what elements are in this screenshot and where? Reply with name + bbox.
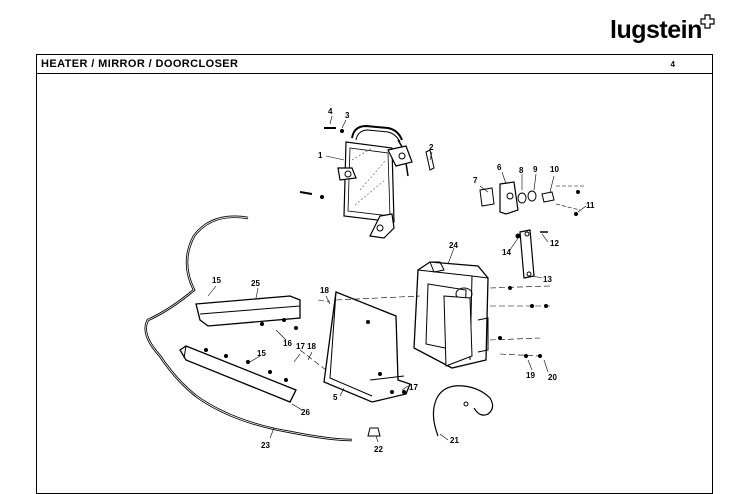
label-20: 20 (548, 373, 557, 382)
label-18-a: 18 (320, 286, 329, 295)
label-17-a: 17 (296, 342, 305, 351)
label-15-a: 15 (212, 276, 221, 285)
label-1: 1 (318, 151, 323, 160)
label-3: 3 (345, 111, 350, 120)
label-7: 7 (473, 176, 478, 185)
cover-26 (179, 345, 297, 403)
page-number: 4 (670, 60, 675, 69)
cable-21 (432, 385, 494, 437)
label-17-b: 17 (409, 383, 418, 392)
sheet-header: HEATER / MIRROR / DOORCLOSER 4 (37, 55, 712, 74)
mirror-assembly (337, 124, 435, 239)
label-13: 13 (543, 275, 552, 284)
label-10: 10 (550, 165, 559, 174)
label-2: 2 (429, 143, 434, 152)
label-22: 22 (374, 445, 383, 454)
brand-logo: lugstein (610, 16, 702, 44)
label-4: 4 (328, 107, 333, 116)
doorcloser-assembly (479, 181, 584, 279)
label-26: 26 (301, 408, 310, 417)
label-23: 23 (261, 441, 270, 450)
label-8: 8 (519, 166, 524, 175)
label-6: 6 (497, 163, 502, 172)
hose-23 (144, 215, 353, 442)
label-11: 11 (586, 201, 595, 210)
label-9: 9 (533, 165, 538, 174)
callout-labels: 1 2 3 4 5 6 7 8 9 10 11 12 13 14 15 15 1… (212, 107, 595, 454)
sheet-title: HEATER / MIRROR / DOORCLOSER (41, 58, 239, 70)
label-16: 16 (283, 339, 292, 348)
label-21: 21 (450, 436, 459, 445)
label-5: 5 (333, 393, 338, 402)
label-15-b: 15 (257, 349, 266, 358)
cover-25 (195, 295, 301, 330)
label-19: 19 (526, 371, 535, 380)
plus-icon (700, 14, 715, 29)
label-24: 24 (449, 241, 458, 250)
label-14: 14 (502, 248, 511, 257)
label-18-b: 18 (307, 342, 316, 351)
heater-box (413, 261, 489, 369)
label-12: 12 (550, 239, 559, 248)
label-25: 25 (251, 279, 260, 288)
side-panel (323, 291, 411, 403)
